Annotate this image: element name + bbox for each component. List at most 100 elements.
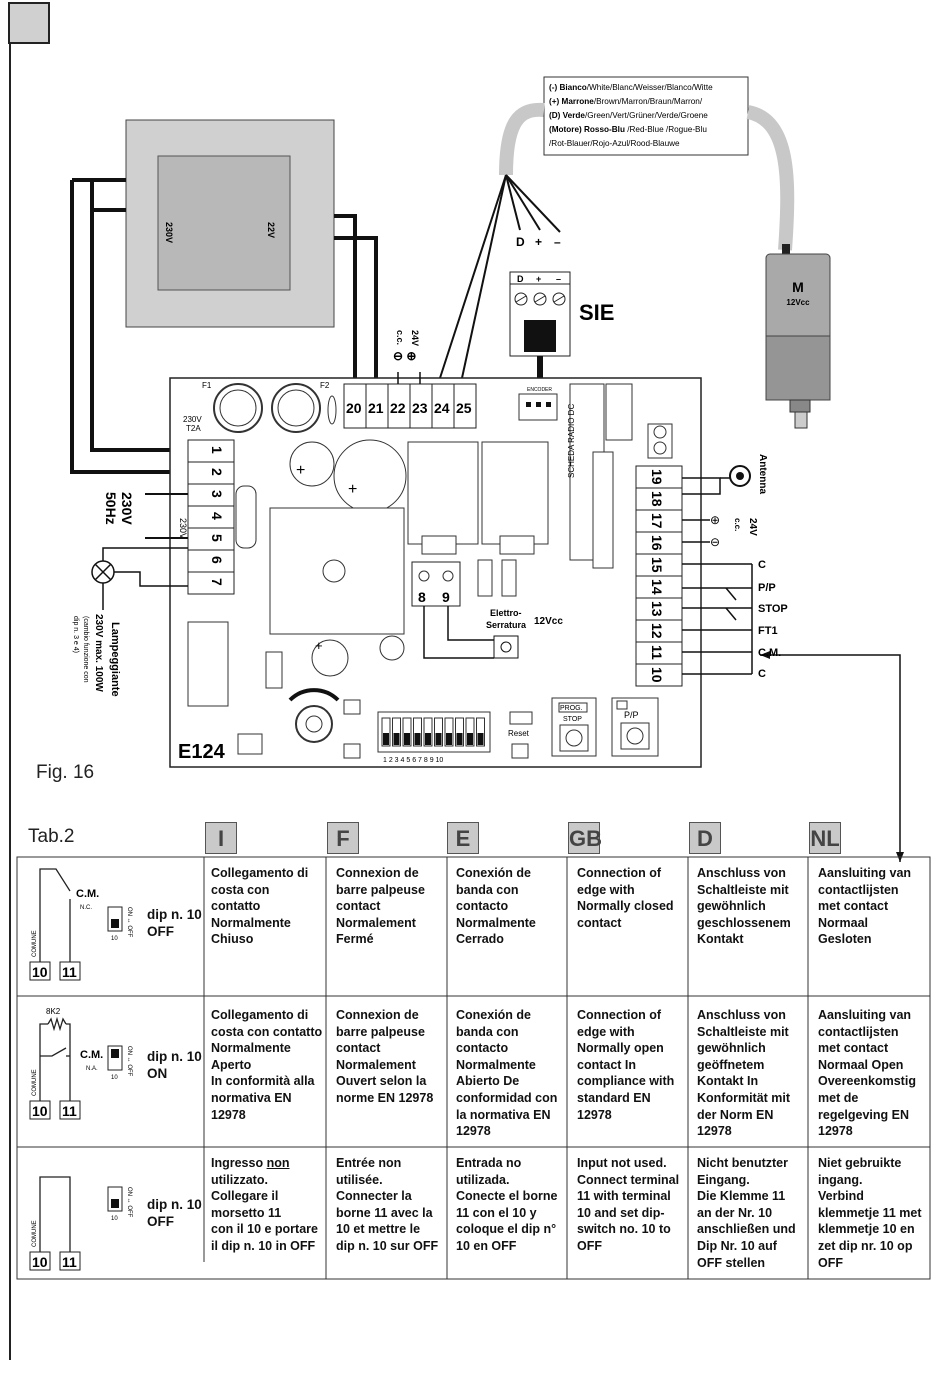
terminal-label-18: 18 bbox=[649, 491, 665, 507]
terminal-label-3: 3 bbox=[209, 490, 225, 498]
svg-text:–: – bbox=[556, 274, 561, 284]
dip-switch-5 bbox=[423, 717, 433, 747]
svg-text:⊖ ⊕: ⊖ ⊕ bbox=[393, 349, 416, 363]
right-label-1: P/P bbox=[758, 582, 776, 594]
terminal-label-24: 24 bbox=[434, 400, 450, 416]
svg-text:230V: 230V bbox=[183, 415, 202, 424]
svg-text:⊕: ⊕ bbox=[710, 513, 720, 527]
terminal-label-25: 25 bbox=[456, 400, 472, 416]
svg-text:D: D bbox=[517, 274, 524, 284]
terminal-label-20: 20 bbox=[346, 400, 362, 416]
transformer-secondary-label: 22V bbox=[266, 222, 276, 238]
svg-text:(-) Bianco/White/Blanc/Weisser: (-) Bianco/White/Blanc/Weisser/Blanco/Wi… bbox=[549, 83, 713, 92]
svg-text:+: + bbox=[315, 638, 323, 653]
wire-label-plus: + bbox=[535, 235, 542, 249]
svg-text:c.c.: c.c. bbox=[733, 518, 742, 531]
terminal-label-14: 14 bbox=[649, 579, 665, 595]
svg-text:COMUNE: COMUNE bbox=[32, 930, 38, 957]
svg-text:11: 11 bbox=[62, 964, 77, 980]
svg-text:11: 11 bbox=[62, 1103, 77, 1119]
terminal-label-7: 7 bbox=[209, 578, 225, 586]
terminal-label-11: 11 bbox=[649, 645, 665, 660]
svg-text:10: 10 bbox=[111, 1075, 118, 1081]
terminal-label-12: 12 bbox=[649, 623, 665, 639]
svg-text:P/P: P/P bbox=[624, 710, 639, 720]
sie-module: D + – bbox=[509, 271, 571, 388]
language-badge-d: D bbox=[689, 822, 721, 854]
svg-text:9: 9 bbox=[442, 589, 450, 605]
terminal-label-23: 23 bbox=[412, 400, 428, 416]
lamp-symbol bbox=[91, 547, 188, 610]
terminal-label-19: 19 bbox=[649, 469, 665, 485]
power-50hz-label: 50Hz bbox=[103, 492, 119, 525]
svg-text:T2A: T2A bbox=[186, 424, 201, 433]
terminal-7 bbox=[187, 571, 235, 595]
svg-text:8K2: 8K2 bbox=[46, 1007, 61, 1016]
terminal-label-22: 22 bbox=[390, 400, 406, 416]
svg-text:Elettro-: Elettro- bbox=[490, 608, 522, 618]
sie-wires bbox=[439, 174, 561, 379]
svg-text:(+) Marrone/Brown/Marron/Braun: (+) Marrone/Brown/Marron/Braun/Marron/ bbox=[549, 97, 703, 106]
terminal-label-6: 6 bbox=[209, 556, 225, 564]
language-badge-nl: NL bbox=[809, 822, 841, 854]
svg-text:ENCODER: ENCODER bbox=[527, 387, 552, 393]
terminal-label-2: 2 bbox=[209, 468, 225, 476]
terminal-label-15: 15 bbox=[649, 557, 665, 573]
dip-switch-9 bbox=[465, 717, 475, 747]
svg-text:24V: 24V bbox=[410, 330, 420, 346]
page-corner-tab bbox=[8, 2, 50, 44]
language-badge-gb: GB bbox=[568, 822, 602, 854]
terminal-label-5: 5 bbox=[209, 534, 225, 542]
terminal-label-4: 4 bbox=[209, 512, 225, 520]
svg-text:Reset: Reset bbox=[508, 729, 530, 738]
svg-text:⊖: ⊖ bbox=[710, 535, 720, 549]
motor-cable bbox=[746, 105, 795, 251]
lamp-title: Lampeggiante bbox=[109, 622, 121, 697]
power-230v-label: 230V bbox=[119, 492, 135, 525]
terminal-label-13: 13 bbox=[649, 601, 665, 617]
svg-text:dip n. 3 e 4): dip n. 3 e 4) bbox=[72, 616, 79, 653]
terminal-label-17: 17 bbox=[649, 513, 665, 529]
svg-text:10: 10 bbox=[32, 964, 48, 980]
svg-text:Serratura: Serratura bbox=[486, 620, 527, 630]
dip-switch-3 bbox=[402, 717, 412, 747]
svg-text:STOP: STOP bbox=[563, 716, 582, 723]
svg-text:1 2 3 4 5 6 7 8 9 10: 1 2 3 4 5 6 7 8 9 10 bbox=[383, 757, 443, 764]
wire-legend: (-) Bianco/White/Blanc/Weisser/Blanco/Wi… bbox=[543, 76, 749, 156]
language-badge-i: I bbox=[205, 822, 237, 854]
board-model-label: E124 bbox=[178, 741, 226, 763]
svg-text:10: 10 bbox=[111, 936, 118, 942]
transformer-primary-label: 230V bbox=[164, 222, 174, 243]
sie-cable bbox=[499, 102, 545, 176]
svg-text:10: 10 bbox=[32, 1103, 48, 1119]
terminal-label-21: 21 bbox=[368, 400, 384, 416]
svg-text:12Vcc: 12Vcc bbox=[534, 616, 563, 627]
radio-card-label: SCHEDA RADIO DC bbox=[567, 404, 576, 478]
dip-switch-1 bbox=[381, 717, 391, 747]
svg-text:(Motore) Rosso-Blu /Red-Blue /: (Motore) Rosso-Blu /Red-Blue /Rogue-Blu bbox=[549, 125, 707, 134]
svg-text:ON ↔ OFF: ON ↔ OFF bbox=[126, 1046, 132, 1077]
table-grid bbox=[16, 856, 931, 1280]
svg-text:11: 11 bbox=[62, 1254, 77, 1270]
svg-text:N.C.: N.C. bbox=[80, 905, 92, 911]
right-label-3: FT1 bbox=[758, 625, 778, 637]
figure-label: Fig. 16 bbox=[36, 762, 95, 783]
